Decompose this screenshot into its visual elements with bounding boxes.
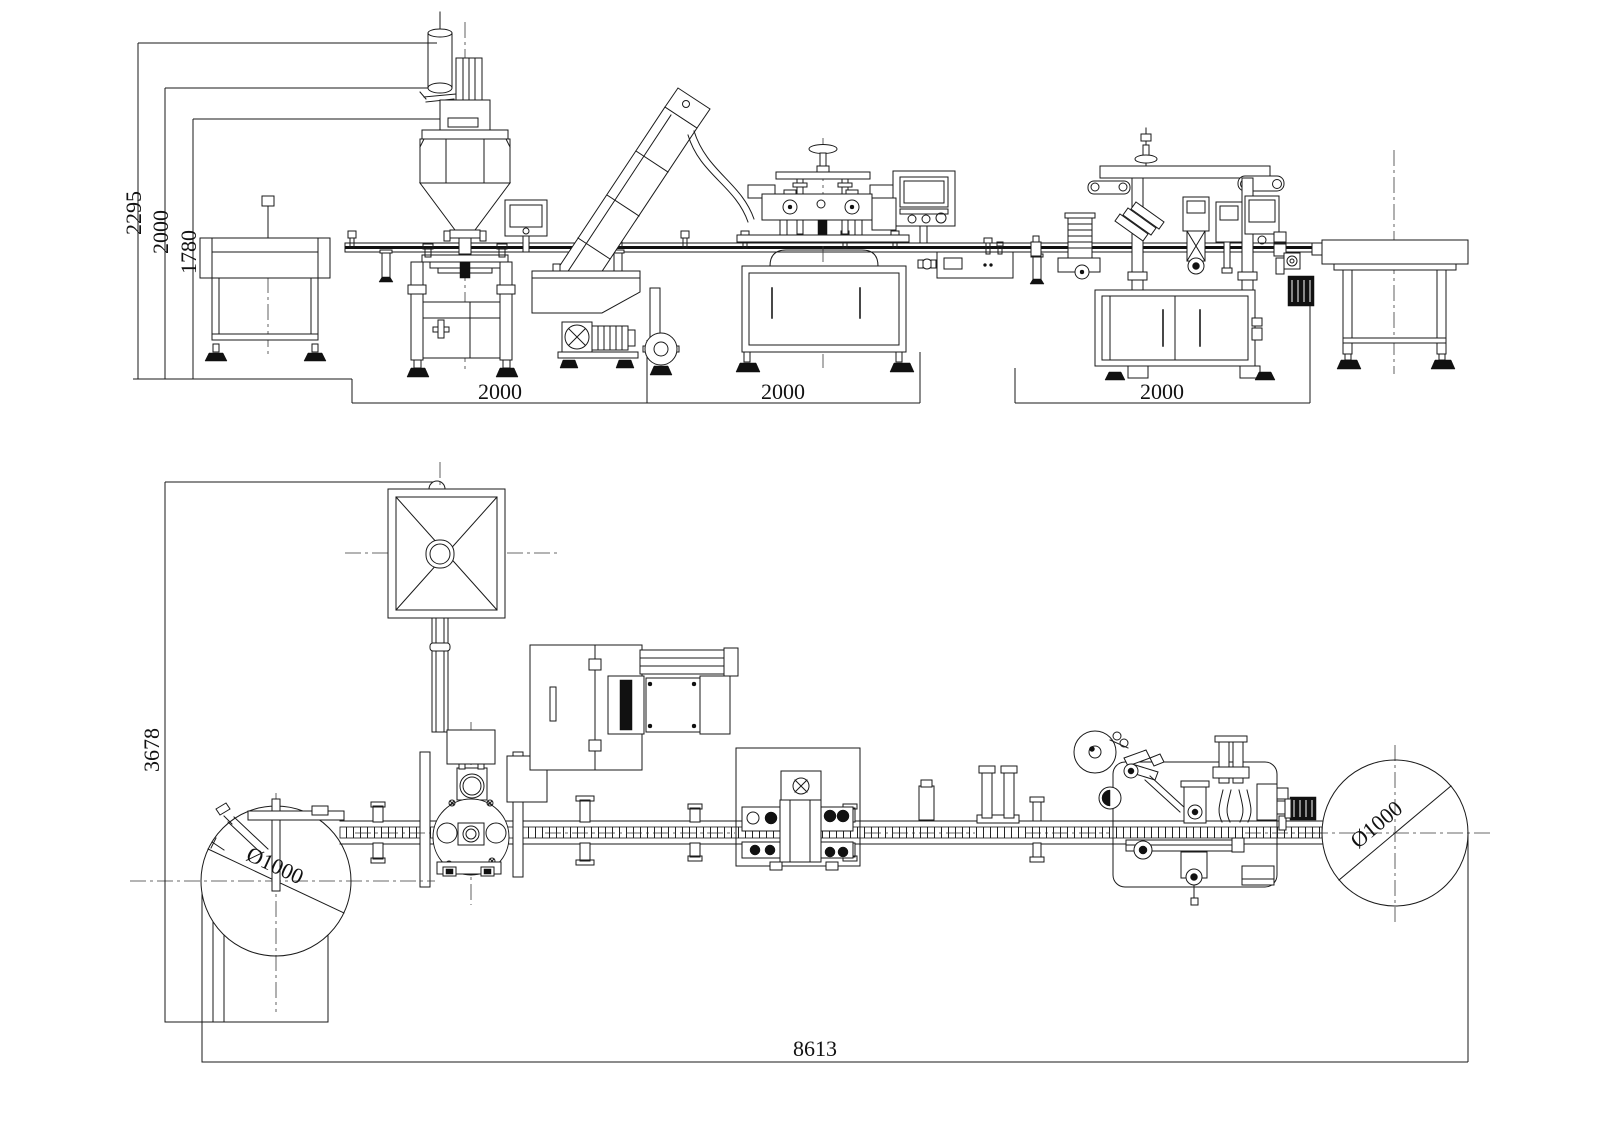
- label-head: [1182, 196, 1210, 275]
- capper-hmi-screen: [892, 170, 956, 244]
- dimension-plan-depth: 3678: [139, 481, 433, 1022]
- wrap-belt-plan: [1125, 837, 1245, 860]
- filler-star-wheel: [421, 243, 509, 279]
- rewind-roller-plan: [1098, 786, 1122, 810]
- capping-machine-elevation: [735, 138, 956, 373]
- labeler-cabinet: [1094, 289, 1276, 381]
- dim-loader-height-label: 2295: [121, 191, 146, 235]
- dim-capper-width-label: 2000: [761, 379, 805, 404]
- dim-filler-width-label: 2000: [478, 379, 522, 404]
- outfeed-turntable-plan: Ø1000: [1312, 745, 1490, 922]
- labeler-sensors-plan: [1029, 796, 1045, 863]
- outfeed-table-elevation: [1321, 150, 1469, 374]
- labeler-plan: [1029, 730, 1317, 906]
- elevator-motor: [557, 321, 639, 369]
- dimension-elevation-heights: 2295 2000 1780: [121, 42, 465, 380]
- labeler-motor-plan: [1284, 796, 1317, 821]
- plan-view: Ø1000 Ø1000 3678 8613: [130, 462, 1490, 1063]
- labeling-machine-elevation: [1057, 127, 1323, 381]
- bottle-clamp-cylinders-plan: [976, 765, 1020, 824]
- dim-outfeed-turntable-dia-label: Ø1000: [1345, 795, 1407, 853]
- capper-plan: [529, 644, 861, 871]
- applicator-plan: [1123, 749, 1186, 813]
- dimension-elevation-widths: 2000 2000 2000: [351, 296, 1311, 404]
- filler-hmi-screen: [504, 199, 548, 253]
- cap-hopper: [531, 263, 641, 314]
- labeler-hmi-screen: [1244, 195, 1280, 245]
- infeed-turntable-plan: Ø1000: [130, 793, 435, 1063]
- auger-filler-elevation: [406, 11, 548, 378]
- labeler-top-belts: [1087, 175, 1285, 195]
- label-magazine: [1114, 201, 1165, 242]
- bottom-roller-plan: [1180, 851, 1208, 906]
- side-grip-unit-plan: [735, 747, 861, 871]
- infeed-table-elevation: [199, 195, 331, 362]
- dim-conveyor-height-label: 1780: [176, 230, 201, 274]
- clamp-unit-plan: [1180, 780, 1210, 824]
- transfer-conveyor-elevation: [917, 235, 1042, 279]
- dim-filler-height-label: 2000: [148, 210, 173, 254]
- powder-hopper-plan: [345, 462, 560, 733]
- tower-unit-plan: [1212, 735, 1252, 823]
- filler-station-plan: [419, 722, 564, 905]
- spacing-unit: [1057, 212, 1101, 280]
- dim-line-length-label: 8613: [793, 1036, 837, 1061]
- dimension-plan-length: 8613: [202, 833, 1469, 1063]
- labeler-frl-plan: [1276, 787, 1289, 831]
- label-roll-plan: [1073, 730, 1129, 774]
- filler-frame: [406, 261, 519, 378]
- elevator-handwheel: [642, 287, 680, 376]
- press-unit: [1215, 201, 1243, 274]
- vacuum-loader: [419, 28, 457, 103]
- dim-labeler-width-label: 2000: [1140, 379, 1184, 404]
- air-filter-unit: [1273, 231, 1287, 275]
- elevation-view: 2295 2000 1780 2000 2000 2000: [121, 11, 1469, 404]
- capper-cabinet: [735, 249, 915, 373]
- cap-elevator-elevation: [531, 87, 755, 376]
- capper-bed-plan: [607, 647, 739, 735]
- drive-motor: [1283, 252, 1315, 307]
- dim-line-depth-label: 3678: [139, 728, 164, 772]
